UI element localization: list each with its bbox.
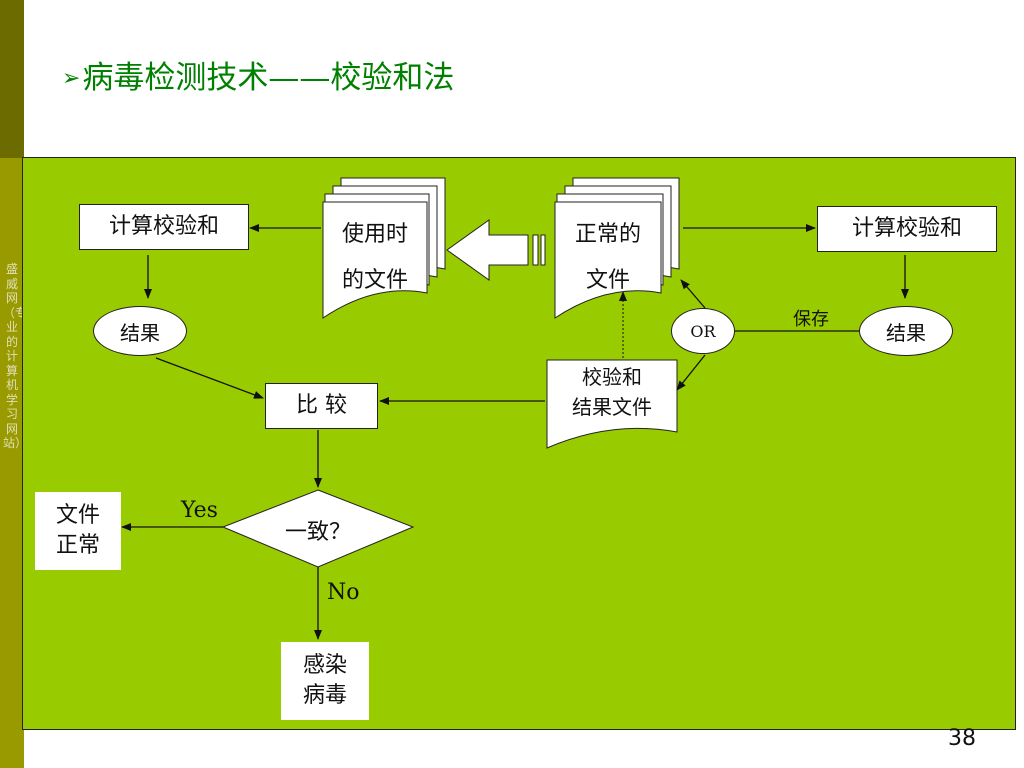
flowchart-connectors (121, 177, 909, 640)
doc-normal-line1: 正常的 (574, 222, 641, 247)
slide-title-text: 病毒检测技术——校验和法 (82, 60, 455, 96)
result-left-ellipse: 结果 (93, 306, 187, 356)
doc-stack-normal (554, 177, 680, 319)
compare-label: 比 较 (296, 393, 347, 418)
yes-label: Yes (181, 498, 218, 523)
no-label: No (327, 580, 360, 605)
virus-infected-box: 感染 病毒 (281, 642, 369, 720)
doc-normal-line2: 文件 (585, 268, 630, 293)
file-normal-box: 文件 正常 (35, 492, 121, 570)
compare-box: 比 较 (265, 383, 378, 429)
diagram-panel: 使用时 的文件 正常的 文件 计算校验和 计算校验和 比 较 文件 正常 感染 … (22, 157, 1016, 730)
calc-checksum-right-label: 计算校验和 (851, 216, 962, 241)
sidebar-watermark-text: 盛威网（专业的计算机学习网站） (3, 262, 28, 450)
result-right-ellipse: 结果 (859, 306, 953, 356)
page-number: 38 (948, 726, 976, 751)
checksum-file-line2: 结果文件 (572, 395, 652, 419)
slide-title: ➢病毒检测技术——校验和法 (62, 52, 454, 97)
calc-checksum-left-label: 计算校验和 (108, 214, 219, 239)
file-normal-line1: 文件 (55, 503, 100, 528)
save-label: 保存 (793, 309, 829, 330)
doc-in-use-line2: 的文件 (341, 268, 408, 293)
sidebar-bottom-band (0, 158, 24, 768)
file-normal-line2: 正常 (55, 533, 100, 558)
doc-in-use-line1: 使用时 (341, 222, 408, 247)
doc-stack-in-use (322, 177, 446, 319)
calc-checksum-right-box: 计算校验和 (817, 206, 997, 252)
decision-label: 一致？ (284, 520, 351, 545)
or-ellipse: OR (671, 308, 735, 354)
or-label: OR (690, 321, 716, 341)
bullet-arrow-icon: ➢ (62, 66, 81, 91)
result-right-label: 结果 (886, 320, 926, 345)
sidebar-top-band (0, 0, 24, 158)
virus-infected-line2: 病毒 (302, 683, 347, 708)
virus-infected-line1: 感染 (302, 653, 347, 678)
checksum-file-line1: 校验和 (582, 365, 642, 389)
calc-checksum-left-box: 计算校验和 (79, 204, 249, 250)
checksum-result-doc-shape (546, 359, 678, 449)
block-arrow-copy (446, 219, 546, 281)
result-left-label: 结果 (120, 320, 160, 345)
